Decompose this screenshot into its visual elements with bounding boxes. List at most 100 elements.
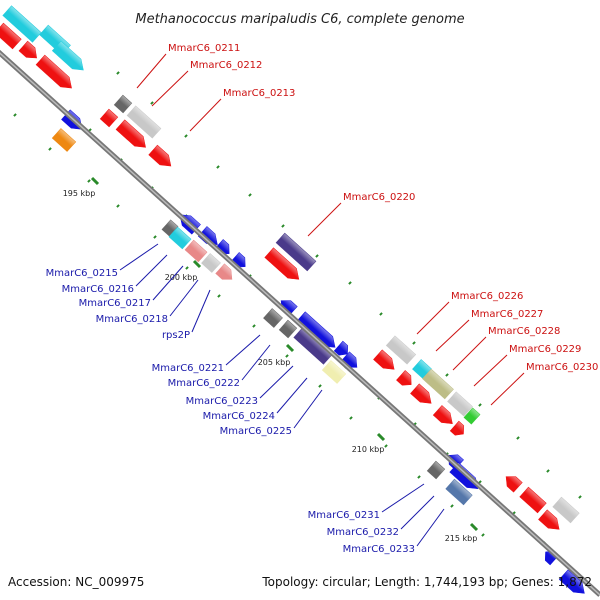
leader-line [435, 319, 470, 352]
tick-label: 195 kbp [63, 189, 96, 198]
gene-label: MmarC6_0216 [62, 284, 134, 295]
gene-purple [275, 232, 317, 272]
gc-mark [281, 224, 285, 228]
leader-line [416, 301, 450, 335]
leader-line [191, 289, 211, 333]
tick-mark [285, 343, 295, 353]
gene-red [18, 40, 37, 59]
tick-marks: 195 kbp 200 kbp 205 kbp 210 kbp 215 kbp [63, 176, 479, 543]
gc-mark [450, 504, 454, 508]
gene-label: MmarC6_0223 [186, 396, 258, 407]
gc-mark [412, 341, 416, 345]
gene-red [264, 247, 300, 280]
gene-khaki [422, 368, 454, 400]
gene-lightgray [552, 496, 580, 524]
gene-label: MmarC6_0224 [203, 411, 275, 422]
gene-label: MmarC6_0217 [79, 298, 151, 309]
gc-mark [348, 281, 352, 285]
gene-red [373, 349, 395, 370]
leader-line [452, 336, 487, 371]
tick-label: 210 kbp [352, 445, 385, 454]
tick-mark [376, 432, 386, 442]
tick-mark [90, 176, 100, 186]
gc-mark [445, 373, 449, 377]
summary-text: Topology: circular; Length: 1,744,193 bp… [261, 575, 592, 589]
gene-cyan [51, 40, 84, 71]
gene-green [463, 407, 481, 425]
gc-mark [252, 324, 256, 328]
gene-red [35, 54, 72, 89]
gene-cyan [168, 226, 192, 250]
gene-red [432, 405, 453, 424]
gc-mark [216, 165, 220, 169]
gene-label: MmarC6_0212 [190, 60, 262, 71]
gene-label: MmarC6_0211 [168, 43, 240, 54]
gene-label: MmarC6_0218 [96, 314, 168, 325]
map-title: Methanococcus maripaludis C6, complete g… [135, 12, 464, 27]
gene-yellow [321, 360, 347, 384]
gene-pink [215, 263, 233, 280]
gene-lightgray [385, 335, 417, 365]
gene-darkgray [263, 308, 283, 328]
leader-line [490, 372, 525, 406]
leader-line [416, 508, 445, 547]
leader-line [119, 243, 159, 271]
gene-labels: MmarC6_0211MmarC6_0212MmarC6_0213MmarC6_… [46, 43, 599, 555]
gc-mark [185, 266, 189, 270]
leader-line [307, 202, 342, 237]
gene-lightgray [201, 253, 221, 273]
gene-red [519, 486, 547, 514]
accession-text: Accession: NC_009975 [8, 575, 144, 589]
gene-orange [51, 128, 77, 152]
gene-label: MmarC6_0215 [46, 268, 118, 279]
gene-darkgray [278, 319, 298, 339]
tick-label: 200 kbp [165, 273, 198, 282]
gc-mark [379, 312, 383, 316]
gc-mark [87, 179, 91, 183]
leader-lines [119, 53, 525, 547]
tick-label: 205 kbp [258, 358, 291, 367]
gc-mark [184, 134, 188, 138]
gene-label: MmarC6_0228 [488, 326, 560, 337]
gc-mark [417, 475, 421, 479]
gene-cyan [2, 5, 42, 43]
gene-steel [445, 478, 473, 506]
gc-mark [481, 533, 485, 537]
gene-track [0, 5, 585, 594]
gene-red [505, 476, 523, 493]
gene-label: MmarC6_0229 [509, 344, 581, 355]
gene-label: MmarC6_0220 [343, 192, 415, 203]
gc-mark [315, 254, 319, 258]
leader-line [473, 354, 508, 387]
gene-label: MmarC6_0213 [223, 88, 295, 99]
gc-mark [478, 403, 482, 407]
leader-line [400, 495, 435, 530]
gene-label: MmarC6_0226 [451, 291, 523, 302]
gene-label: MmarC6_0221 [152, 363, 224, 374]
leader-line [241, 344, 271, 381]
gc-mark [248, 193, 252, 197]
gene-red [449, 420, 465, 436]
gc-mark [318, 384, 322, 388]
gc-mark [546, 469, 550, 473]
leader-line [136, 53, 167, 89]
gene-red [115, 119, 146, 148]
gene-lightgray [126, 105, 162, 139]
gene-red [538, 509, 560, 530]
gc-mark [285, 354, 289, 358]
tick-label: 215 kbp [445, 534, 478, 543]
leader-line [225, 334, 261, 366]
leader-line [169, 279, 199, 317]
gc-mark [48, 147, 52, 151]
gc-mark [516, 436, 520, 440]
leader-line [276, 377, 308, 414]
tick-mark [192, 259, 202, 269]
gene-label: MmarC6_0225 [220, 426, 292, 437]
leader-line [135, 254, 168, 287]
leader-line [259, 365, 294, 399]
gene-red [396, 370, 412, 386]
gene-darkgray [426, 460, 446, 480]
gene-red [410, 383, 432, 404]
leader-line [381, 483, 425, 513]
